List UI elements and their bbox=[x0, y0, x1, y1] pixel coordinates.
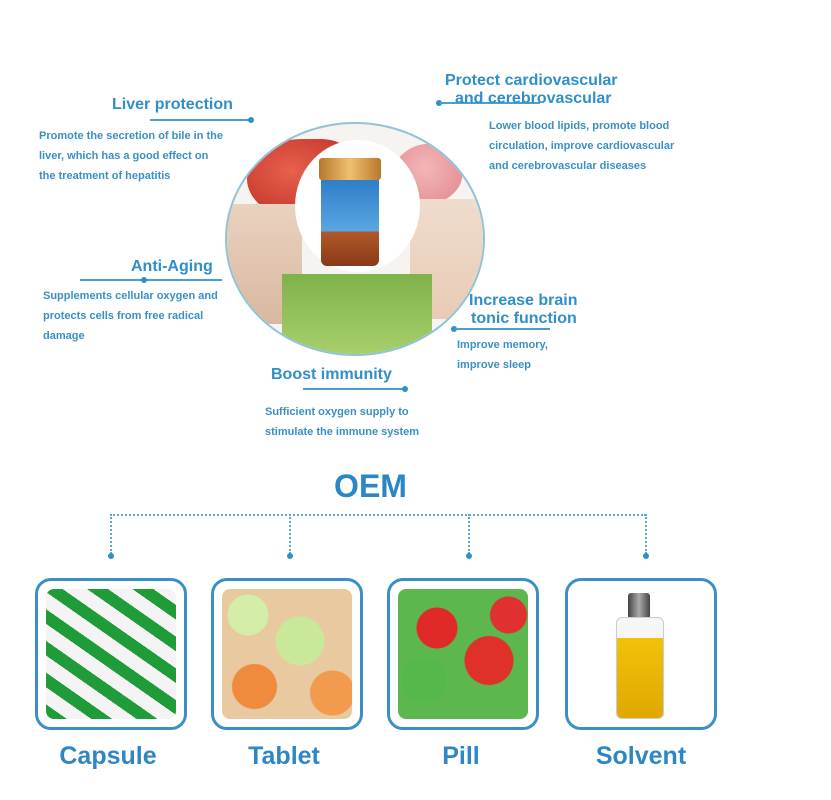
bullet-dot bbox=[466, 553, 472, 559]
cardiovascular-title: Protect cardiovascular and cerebrovascul… bbox=[445, 72, 618, 108]
capsule-image bbox=[46, 589, 176, 719]
bullet-dot bbox=[248, 117, 254, 123]
benefits-photo-collage bbox=[225, 122, 485, 356]
supplement-bottle-image bbox=[321, 180, 379, 266]
title-line: and cerebrovascular bbox=[455, 90, 612, 107]
connector-line bbox=[289, 514, 291, 554]
divider bbox=[150, 119, 250, 121]
text-line: Improve memory, bbox=[457, 339, 548, 351]
boost-immunity-text: Sufficient oxygen supply to stimulate th… bbox=[265, 402, 419, 442]
bullet-dot bbox=[643, 553, 649, 559]
bullet-dot bbox=[108, 553, 114, 559]
bottle-cap bbox=[319, 158, 381, 180]
title-line: Increase brain bbox=[469, 292, 578, 309]
capsule-card bbox=[35, 578, 187, 730]
solvent-card bbox=[565, 578, 717, 730]
connector-line bbox=[468, 514, 470, 554]
pill-label: Pill bbox=[442, 742, 480, 770]
tablet-label: Tablet bbox=[248, 742, 320, 770]
text-line: Lower blood lipids, promote blood bbox=[489, 120, 670, 132]
divider bbox=[455, 328, 550, 330]
text-line: protects cells from free radical bbox=[43, 310, 204, 322]
tablet-image bbox=[222, 589, 352, 719]
bottle-pourer bbox=[628, 593, 650, 619]
solvent-label: Solvent bbox=[595, 742, 687, 770]
solvent-image bbox=[576, 589, 706, 719]
liver-protection-text: Promote the secretion of bile in the liv… bbox=[39, 126, 223, 186]
text-line: damage bbox=[43, 330, 85, 342]
anti-aging-text: Supplements cellular oxygen and protects… bbox=[43, 286, 218, 346]
text-line: and cerebrovascular diseases bbox=[489, 160, 647, 172]
bullet-dot bbox=[436, 100, 442, 106]
text-line: the treatment of hepatitis bbox=[39, 170, 171, 182]
text-line: stimulate the immune system bbox=[265, 426, 420, 438]
text-line: liver, which has a good effect on bbox=[39, 150, 209, 162]
text-line: Promote the secretion of bile in the bbox=[39, 130, 223, 142]
text-line: improve sleep bbox=[457, 359, 531, 371]
bullet-dot bbox=[141, 277, 147, 283]
capsule-label: Capsule bbox=[59, 742, 157, 770]
bullet-dot bbox=[402, 386, 408, 392]
pill-card bbox=[387, 578, 539, 730]
tablet-card bbox=[211, 578, 363, 730]
bullet-dot bbox=[451, 326, 457, 332]
connector-line bbox=[645, 514, 647, 554]
text-line: circulation, improve cardiovascular bbox=[489, 140, 675, 152]
divider bbox=[440, 102, 540, 104]
connector-line bbox=[110, 514, 112, 554]
brain-function-text: Improve memory, improve sleep bbox=[457, 335, 548, 375]
anti-aging-title: Anti-Aging bbox=[131, 258, 213, 275]
oem-title: OEM bbox=[334, 468, 407, 504]
connector-line bbox=[110, 514, 646, 516]
text-line: Sufficient oxygen supply to bbox=[265, 406, 409, 418]
liver-protection-title: Liver protection bbox=[112, 96, 233, 113]
family-image bbox=[282, 274, 432, 354]
pill-image bbox=[398, 589, 528, 719]
title-line: Protect cardiovascular bbox=[445, 72, 618, 89]
divider bbox=[80, 279, 222, 281]
bullet-dot bbox=[287, 553, 293, 559]
cardiovascular-text: Lower blood lipids, promote blood circul… bbox=[489, 116, 674, 176]
boost-immunity-title: Boost immunity bbox=[271, 366, 392, 383]
brain-function-title: Increase brain tonic function bbox=[469, 292, 578, 328]
oil-bottle bbox=[616, 617, 664, 719]
text-line: Supplements cellular oxygen and bbox=[43, 290, 218, 302]
divider bbox=[303, 388, 405, 390]
title-line: tonic function bbox=[471, 310, 577, 327]
